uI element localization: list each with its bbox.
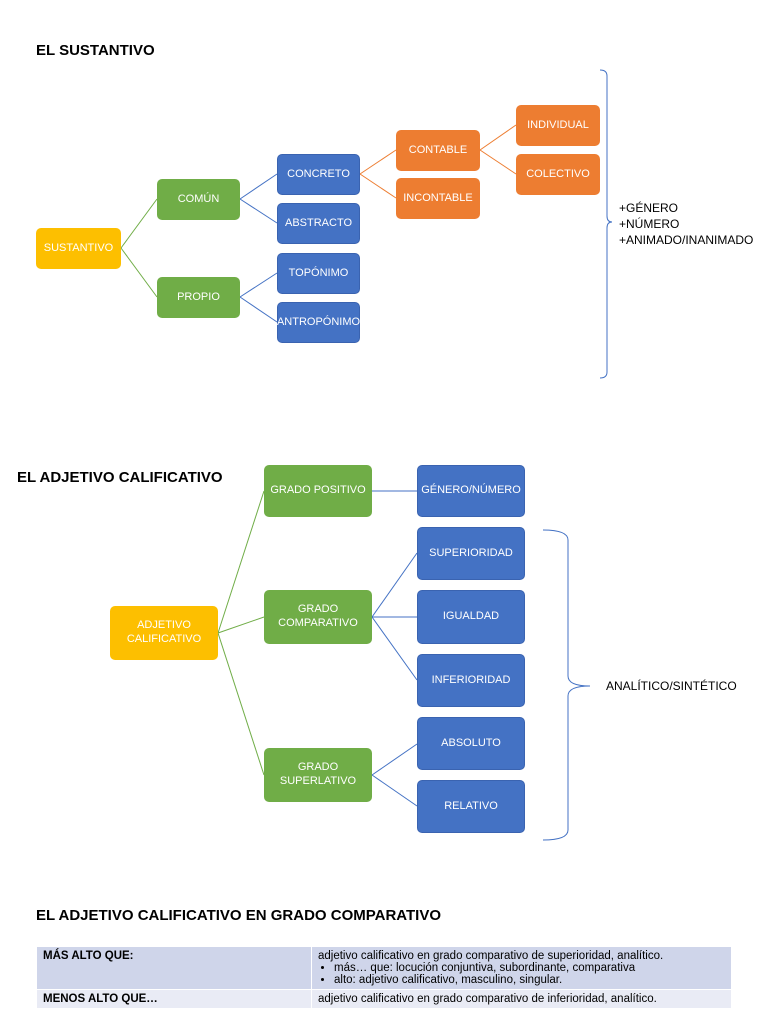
- node-relativo: RELATIVO: [417, 780, 525, 833]
- row-bullets: más… que: locución conjuntiva, subordina…: [318, 962, 725, 986]
- bullet-item: alto: adjetivo calificativo, masculino, …: [334, 974, 725, 986]
- row-desc: adjetivo calificativo en grado comparati…: [318, 993, 657, 1005]
- row-value: adjetivo calificativo en grado comparati…: [311, 989, 732, 1009]
- row-value: adjetivo calificativo en grado comparati…: [311, 946, 732, 990]
- node-propio: PROPIO: [157, 277, 240, 318]
- feature-numero: +NÚMERO: [619, 217, 680, 232]
- node-adjetivo-calificativo: ADJETIVO CALIFICATIVO: [110, 606, 218, 660]
- node-grado-positivo: GRADO POSITIVO: [264, 465, 372, 517]
- node-genero-numero: GÉNERO/NÚMERO: [417, 465, 525, 517]
- node-sustantivo: SUSTANTIVO: [36, 228, 121, 269]
- sustantivo-title: EL SUSTANTIVO: [36, 42, 155, 59]
- node-concreto: CONCRETO: [277, 154, 360, 195]
- table-row: MENOS ALTO QUE… adjetivo calificativo en…: [36, 989, 732, 1009]
- node-superioridad: SUPERIORIDAD: [417, 527, 525, 580]
- row-key: MENOS ALTO QUE…: [36, 989, 312, 1009]
- node-grado-comparativo: GRADO COMPARATIVO: [264, 590, 372, 644]
- node-comun: COMÚN: [157, 179, 240, 220]
- analitico-sintetico-label: ANALÍTICO/SINTÉTICO: [606, 679, 737, 693]
- row-desc: adjetivo calificativo en grado comparati…: [318, 950, 664, 962]
- table-row: MÁS ALTO QUE: adjetivo calificativo en g…: [36, 946, 732, 990]
- adjetivo-title: EL ADJETIVO CALIFICATIVO: [17, 469, 223, 486]
- node-inferioridad: INFERIORIDAD: [417, 654, 525, 707]
- node-contable: CONTABLE: [396, 130, 480, 171]
- comparativo-table: MÁS ALTO QUE: adjetivo calificativo en g…: [36, 946, 732, 1009]
- sustantivo-features: +GÉNERO +NÚMERO +ANIMADO/INANIMADO: [619, 200, 753, 249]
- node-toponimo: TOPÓNIMO: [277, 253, 360, 294]
- comparativo-table-title: EL ADJETIVO CALIFICATIVO EN GRADO COMPAR…: [36, 907, 442, 924]
- node-individual: INDIVIDUAL: [516, 105, 600, 146]
- node-igualdad: IGUALDAD: [417, 590, 525, 644]
- node-antroponimo: ANTROPÓNIMO: [277, 302, 360, 343]
- node-abstracto: ABSTRACTO: [277, 203, 360, 244]
- feature-genero: +GÉNERO: [619, 201, 679, 215]
- feature-animado: +ANIMADO/INANIMADO: [619, 233, 754, 248]
- bullet-item: más… que: locución conjuntiva, subordina…: [334, 962, 725, 974]
- node-grado-superlativo: GRADO SUPERLATIVO: [264, 748, 372, 802]
- node-colectivo: COLECTIVO: [516, 154, 600, 195]
- node-incontable: INCONTABLE: [396, 178, 480, 219]
- row-key: MÁS ALTO QUE:: [36, 946, 312, 990]
- node-absoluto: ABSOLUTO: [417, 717, 525, 770]
